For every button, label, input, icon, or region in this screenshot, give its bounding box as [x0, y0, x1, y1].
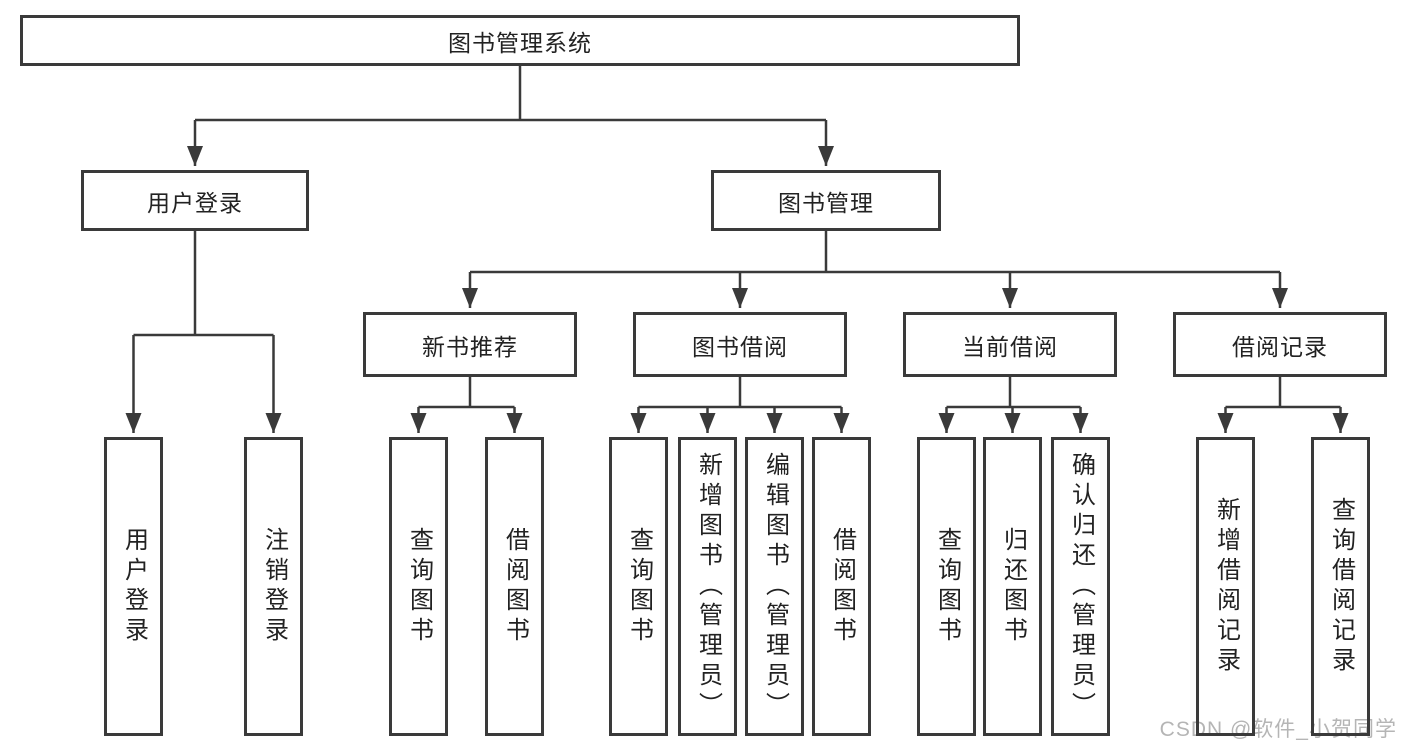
node-leaf-borrow-books-recommend: 借阅图书: [485, 437, 544, 736]
node-leaf-add-books-admin: 新增图书（管理员）: [678, 437, 737, 736]
node-leaf-query-books-borrow: 查询图书: [609, 437, 668, 736]
node-leaf-add-borrow-record: 新增借阅记录: [1196, 437, 1255, 736]
node-leaf-edit-books-admin: 编辑图书（管理员）: [745, 437, 804, 736]
csdn-watermark: CSDN @软件_小贺同学: [1159, 718, 1397, 741]
node-library-system: 图书管理系统: [20, 15, 1020, 66]
node-book-borrow: 图书借阅: [633, 312, 847, 377]
node-user-login: 用户登录: [81, 170, 309, 231]
node-new-book-recommend: 新书推荐: [363, 312, 577, 377]
node-leaf-query-borrow-record: 查询借阅记录: [1311, 437, 1370, 736]
node-leaf-user-login: 用户登录: [104, 437, 163, 736]
node-leaf-logout: 注销登录: [244, 437, 303, 736]
node-book-management: 图书管理: [711, 170, 941, 231]
node-leaf-confirm-return-admin: 确认归还（管理员）: [1051, 437, 1110, 736]
node-current-borrow: 当前借阅: [903, 312, 1117, 377]
node-leaf-query-books-current: 查询图书: [917, 437, 976, 736]
node-leaf-return-books: 归还图书: [983, 437, 1042, 736]
node-leaf-query-books-recommend: 查询图书: [389, 437, 448, 736]
node-leaf-borrow-books: 借阅图书: [812, 437, 871, 736]
node-borrow-records: 借阅记录: [1173, 312, 1387, 377]
